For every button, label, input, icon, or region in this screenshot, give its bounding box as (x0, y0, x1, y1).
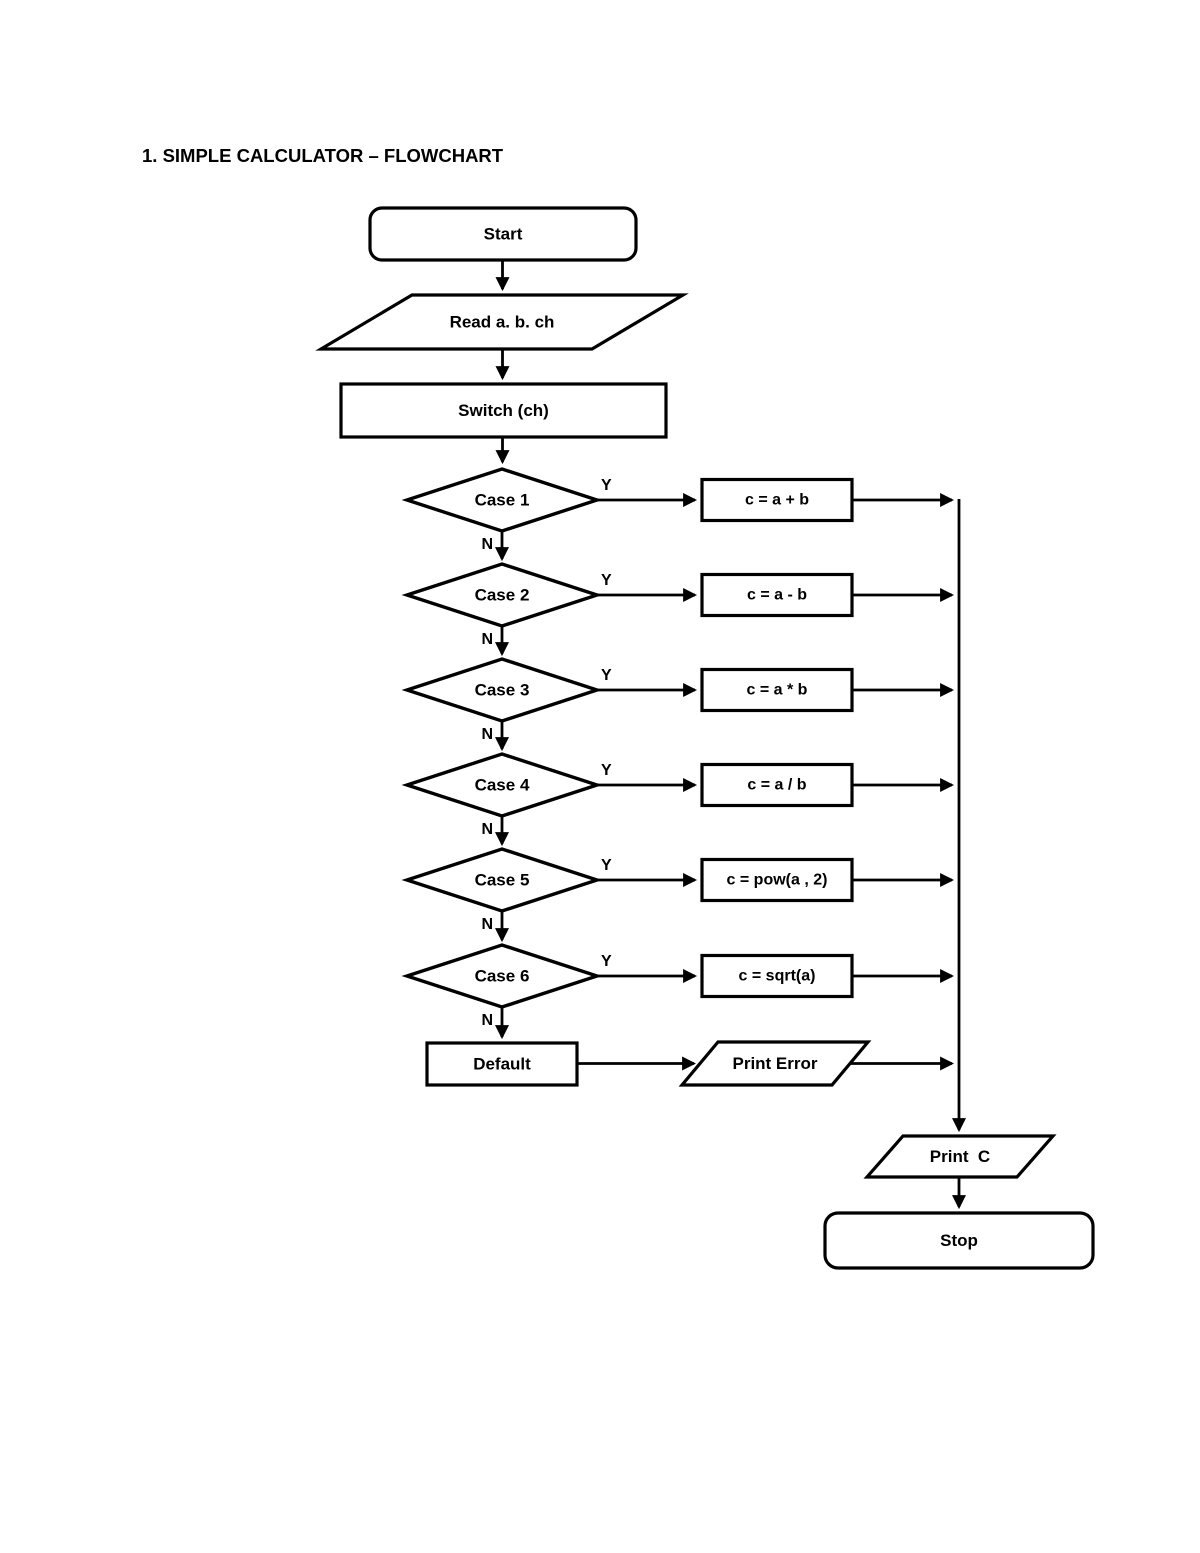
case3-no-label: N (481, 726, 493, 743)
case2-label: Case 2 (475, 586, 530, 605)
row-case-4: Case 4 Y c = a / b N (401, 752, 955, 847)
switch-process-shape (339, 382, 668, 439)
default-label: Default (473, 1055, 531, 1074)
default-process-shape (425, 1041, 579, 1087)
switch-label: Switch (ch) (458, 401, 549, 420)
read-label: Read a. b. ch (450, 313, 555, 332)
case2-yes-label: Y (601, 572, 612, 589)
print-error-label: Print Error (732, 1054, 817, 1073)
case2-no-label: N (481, 631, 493, 648)
row-case-5: Case 5 Y c = pow(a , 2) N (401, 847, 955, 943)
case6-label: Case 6 (475, 967, 530, 986)
action2-label: c = a - b (747, 587, 807, 604)
case1-label: Case 1 (475, 491, 530, 510)
print-c-io-shape (863, 1134, 1057, 1179)
node-switch: Switch (ch) (339, 382, 668, 439)
action4-label: c = a / b (747, 777, 806, 794)
case6-no-label: N (481, 1012, 493, 1029)
action3-process-shape (700, 667, 854, 713)
stop-label: Stop (940, 1231, 978, 1250)
node-print-c: Print C (863, 1134, 1057, 1179)
row-case-6: Case 6 Y c = sqrt(a) N (401, 943, 955, 1040)
print-error-io-shape (678, 1040, 872, 1087)
case5-label: Case 5 (475, 871, 530, 890)
case4-no-label: N (481, 821, 493, 838)
case3-yes-label: Y (601, 667, 612, 684)
node-read-input: Read a. b. ch (315, 293, 689, 351)
node-stop: Stop (823, 1211, 1095, 1270)
row-case-1: Case 1 Y c = a + b N (401, 467, 955, 562)
read-io-shape (315, 293, 689, 351)
case4-yes-label: Y (601, 762, 612, 779)
case1-no-label: N (481, 536, 493, 553)
stop-terminator-shape (823, 1211, 1095, 1270)
case5-yes-label: Y (601, 857, 612, 874)
node-start: Start (368, 206, 638, 262)
action6-label: c = sqrt(a) (739, 968, 816, 985)
row-case-2: Case 2 Y c = a - b N (401, 562, 955, 657)
case6-yes-label: Y (601, 953, 612, 970)
row-case-3: Case 3 Y c = a * b N (401, 657, 955, 752)
case4-label: Case 4 (475, 776, 530, 795)
action3-label: c = a * b (747, 682, 808, 699)
start-label: Start (484, 225, 523, 244)
print-c-label: Print C (930, 1147, 990, 1166)
case3-label: Case 3 (475, 681, 530, 700)
action4-process-shape (700, 762, 854, 808)
case5-no-label: N (481, 916, 493, 933)
row-default: Default Print Error (425, 1040, 955, 1087)
action5-label: c = pow(a , 2) (727, 872, 828, 889)
case1-yes-label: Y (601, 477, 612, 494)
action1-label: c = a + b (745, 492, 809, 509)
page-title: 1. SIMPLE CALCULATOR – FLOWCHART (142, 145, 504, 166)
